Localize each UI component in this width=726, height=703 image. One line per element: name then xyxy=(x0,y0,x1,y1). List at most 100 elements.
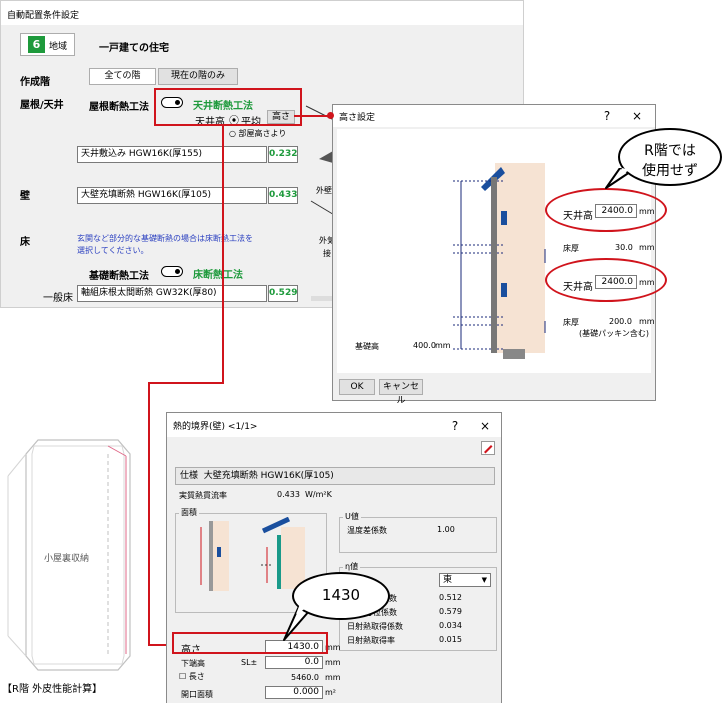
opening-area-input[interactable]: 0.000 xyxy=(265,686,323,699)
area-group xyxy=(175,513,327,613)
caption: 【R階 外皮性能計算】 xyxy=(2,684,103,695)
solar-rate-label: 日射熱取得率 xyxy=(347,636,395,645)
ok-button[interactable]: OK xyxy=(339,379,375,395)
solar-coeff-value: 0.034 xyxy=(439,621,462,630)
height-settings-dialog: 高さ設定 ? × 天井高 2400.0 mm 床厚 30.0 mm 天井高 24… xyxy=(332,104,656,406)
opening-unit: m² xyxy=(325,688,336,697)
connector-horizontal xyxy=(148,382,224,384)
connector-vertical-2 xyxy=(148,382,150,646)
floor-section-label: 床 xyxy=(20,237,30,248)
title-bar: 自動配置条件設定 xyxy=(1,1,523,25)
region-button[interactable]: 6 地域 xyxy=(20,33,75,56)
room-height-option[interactable]: ○ 部屋高さより xyxy=(229,129,287,138)
floor-spec-field[interactable]: 軸組床根太間断熱 GW32K(厚80) xyxy=(77,285,267,302)
callout-height-text: 1430 xyxy=(321,586,361,604)
foundation-label: 基礎断熱工法 xyxy=(89,271,149,282)
ceiling-height-label: 天井高 xyxy=(195,117,225,128)
pointer-cover-2 xyxy=(296,604,310,614)
unit-5: mm xyxy=(435,341,451,350)
height-unit: mm xyxy=(325,643,341,652)
roof-spec-field[interactable]: 天井敷込み HGW16K(厚155) xyxy=(77,146,267,163)
pointer-cover-1 xyxy=(618,168,630,176)
tab-current-floor[interactable]: 現在の階のみ xyxy=(158,68,238,85)
bottom-height-input[interactable]: 0.0 xyxy=(265,656,323,669)
heat-rate-unit: W/m²K xyxy=(305,490,332,499)
window-title: 自動配置条件設定 xyxy=(7,11,80,21)
help-icon[interactable]: ? xyxy=(603,109,611,123)
average-label: 平均 xyxy=(241,117,261,128)
close-icon[interactable]: × xyxy=(631,109,643,123)
highlight-roof-settings xyxy=(154,88,302,126)
bottom-unit: mm xyxy=(325,658,341,667)
connector-dot xyxy=(327,112,334,119)
temp-coeff-value: 1.00 xyxy=(437,525,455,534)
callout-line-2: 使用せず xyxy=(642,163,698,179)
highlight-ellipse-1 xyxy=(545,188,667,232)
spec-button[interactable]: 仕様 大壁充填断熱 HGW16K(厚105) xyxy=(175,467,495,485)
floor-thickness-value-1: 30.0 xyxy=(615,243,633,252)
height-label: 高さ xyxy=(181,645,201,656)
connector-horizontal-2 xyxy=(148,644,172,646)
callout-line-1: R階では xyxy=(644,143,696,159)
region-number: 6 xyxy=(28,36,45,53)
height-button[interactable]: 高さ xyxy=(267,110,295,124)
floor-thickness-label-1: 床厚 xyxy=(563,244,579,253)
floor-label: 作成階 xyxy=(20,77,50,88)
connector-to-height-dialog xyxy=(294,115,330,117)
temp-coeff-label: 温度差係数 xyxy=(347,526,387,535)
wall-spec-field[interactable]: 大壁充填断熱 HGW16K(厚105) xyxy=(77,187,267,204)
wall-value: 0.433 xyxy=(268,187,298,204)
u-value-group xyxy=(339,517,497,553)
heat-rate-label: 実質熱貫流率 xyxy=(179,491,227,500)
outer-wall-label: 外壁 xyxy=(316,186,332,195)
room-height-label: 部屋高さより xyxy=(238,129,287,138)
floor-thickness-label-2: 床厚 xyxy=(563,318,579,327)
length-unit: mm xyxy=(325,673,341,682)
dir-coeff-value-2: 0.579 xyxy=(439,607,462,616)
connector-vertical-1 xyxy=(222,126,224,384)
dialog-title: 高さ設定 xyxy=(339,113,376,123)
length-checkbox[interactable]: ☐ 長さ xyxy=(179,672,205,681)
thermal-boundary-dialog: 熱的境界(壁) <1/1> ? × 仕様 大壁充填断熱 HGW16K(厚105)… xyxy=(166,412,502,703)
bottom-height-label: 下端高 xyxy=(181,659,205,668)
roof-insulation-label: 屋根断熱工法 xyxy=(89,102,149,113)
eta-value-label: η値 xyxy=(343,561,361,572)
direction-value: 東 xyxy=(443,575,453,585)
floor-toggle[interactable] xyxy=(161,266,183,277)
solar-coeff-label: 日射熱取得係数 xyxy=(347,622,403,631)
highlight-height-row xyxy=(172,632,328,654)
dir-coeff-value: 0.512 xyxy=(439,593,462,602)
cancel-button[interactable]: キャンセル xyxy=(379,379,423,406)
boundary-help-icon[interactable]: ? xyxy=(451,419,459,433)
pen-icon[interactable] xyxy=(481,441,495,455)
callout-r-floor: R階では 使用せず xyxy=(618,128,722,186)
wall-area-diagram xyxy=(200,517,305,591)
average-radio[interactable]: ⦿ xyxy=(229,116,239,127)
direction-select[interactable]: 東 ▼ xyxy=(439,573,491,587)
side-text-2: 接 xyxy=(323,249,331,258)
tab-all-floors[interactable]: 全ての階 xyxy=(89,68,156,85)
heat-rate-value: 0.433 xyxy=(277,490,300,499)
floor-thickness-note: (基礎パッキン含む) xyxy=(579,329,650,338)
foundation-height-value: 400.0 xyxy=(413,341,436,350)
house-type: 一戸建ての住宅 xyxy=(99,43,169,54)
roof-value: 0.232 xyxy=(268,146,298,163)
roof-toggle[interactable] xyxy=(161,97,183,108)
chevron-down-icon: ▼ xyxy=(481,576,487,584)
unit-2: mm xyxy=(639,243,655,252)
callout-height: 1430 xyxy=(292,572,390,620)
u-value-label: U値 xyxy=(343,511,361,522)
general-floor-label: 一般床 xyxy=(43,293,73,304)
spec-value: 大壁充填断熱 HGW16K(厚105) xyxy=(203,471,334,481)
unit-4: mm xyxy=(639,317,655,326)
opening-area-label: 開口面積 xyxy=(181,690,213,699)
sl-label: SL± xyxy=(241,658,258,667)
highlight-ellipse-2 xyxy=(545,258,667,302)
wall-label: 壁 xyxy=(20,191,30,202)
solar-rate-value: 0.015 xyxy=(439,635,462,644)
floor-note-2: 選択してください。 xyxy=(77,246,149,255)
region-label: 地域 xyxy=(49,42,68,52)
boundary-close-icon[interactable]: × xyxy=(479,419,491,433)
spec-label: 仕様 xyxy=(180,471,199,481)
building-section-diagram xyxy=(453,163,546,359)
